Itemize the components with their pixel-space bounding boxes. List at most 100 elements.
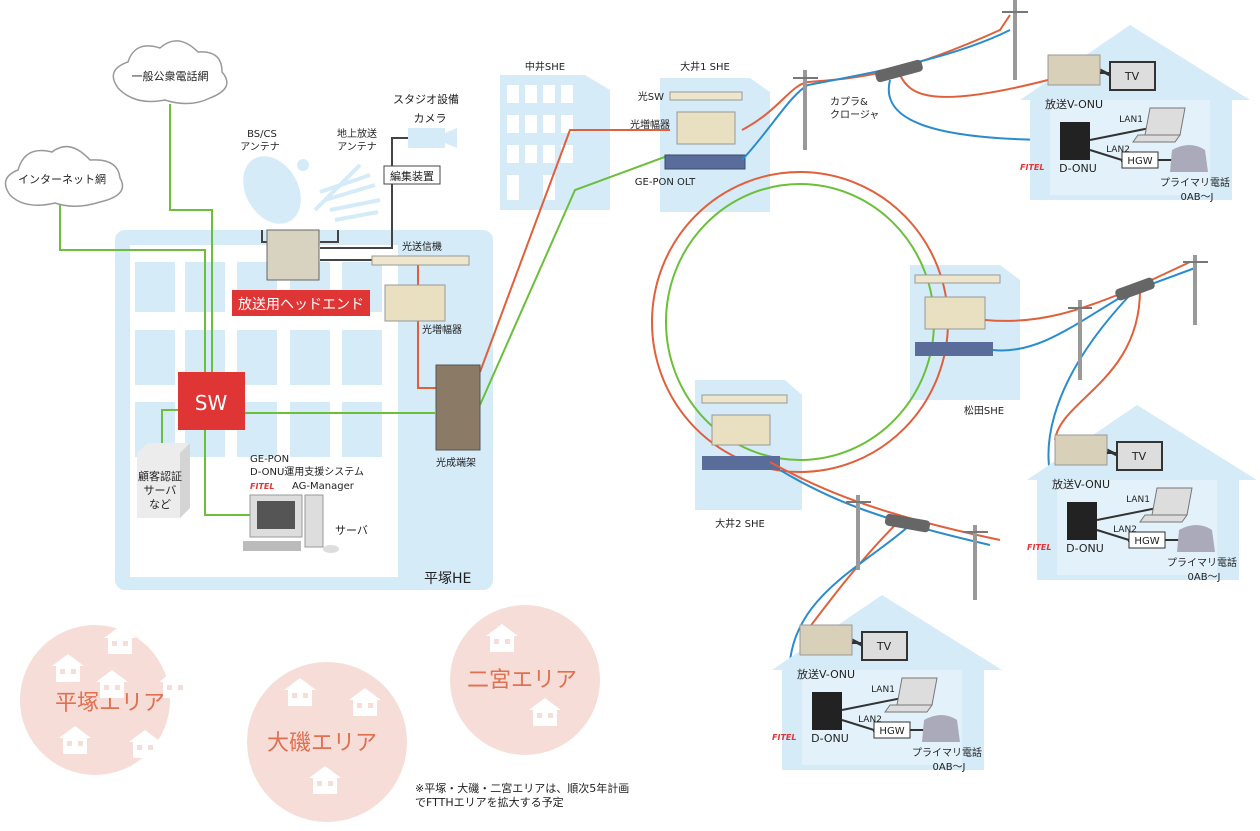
server-computer-icon [243,494,339,553]
sw-box [178,372,245,430]
lan2-label: LAN2 [858,715,882,725]
headend-signal-lines [261,137,408,261]
auth-server-label-3: など [149,498,171,511]
house-icon [486,624,518,652]
ops-system-label-2: D-ONU運用支援システム [250,465,364,478]
v-onu-icon [1054,434,1108,466]
optical-amp-label: 光増幅器 [422,323,462,336]
note-line-2: でFTTHエリアを拡大する予定 [415,795,564,809]
phone-icon [1177,525,1215,552]
oi1-she-label: 大井1 SHE [680,60,730,73]
closure-icon [875,59,923,83]
house-icon [52,654,84,682]
optical-tx-label: 光送信機 [402,240,442,253]
hgw-box [1121,151,1159,169]
tv-icon [1109,61,1156,91]
she-optical-amp-label: 光増幅器 [630,118,670,131]
house-icon [284,678,316,706]
optical-amp-icon [384,284,446,322]
tv-label: TV [1124,70,1140,83]
area-ninomiya-label: 二宮エリア [467,668,577,693]
phone-label: プライマリ電話 [1160,176,1230,189]
laptop-icon [1132,107,1186,143]
auth-server-icon [137,443,190,518]
hgw-label: HGW [1127,156,1152,167]
lan2-label: LAN2 [1113,525,1137,535]
phone-sub-label: 0AB～J [932,762,965,773]
internet-cloud: インターネット網 [4,145,124,207]
camera-label: カメラ [414,112,447,125]
server-label: サーバ [335,524,368,537]
headend-rack-icon [266,229,320,281]
lan2-label: LAN2 [1106,145,1130,155]
bscs-label-1: BS/CS [247,129,277,140]
oi2-olt-icon [702,456,780,470]
d-onu-icon [812,692,842,730]
oi2-she-label: 大井2 SHE [715,517,765,530]
utility-poles [793,0,1208,600]
tv-icon [861,631,908,661]
coupler-label-1: カプラ& [830,96,868,108]
house-icon [309,766,341,794]
d-onu-label: D-ONU [1066,542,1104,555]
olt-icon [664,154,746,170]
she-optical-amp-icon [676,111,736,145]
tv-icon [1116,441,1163,471]
phone-sub-label: 0AB～J [1180,192,1213,203]
area-oiso-label: 大磯エリア [267,731,377,756]
closure-icon [884,513,931,533]
phone-sub-label: 0AB～J [1187,572,1220,583]
terrestrial-label-1: 地上放送 [337,127,377,140]
optical-transmitter-icon [371,255,470,266]
optical-sw-label: 光SW [638,90,664,103]
oi2-sw-icon [701,394,788,404]
phone-icon [1170,145,1208,172]
home-3: TV放送V-ONULAN1LAN2D-ONUHGWプライマリ電話0AB～JFIT… [772,595,1002,773]
editor-box [383,165,441,185]
home-2: TV放送V-ONULAN1LAN2D-ONUHGWプライマリ電話0AB～JFIT… [1027,405,1257,583]
matsuda-amp-icon [924,296,986,330]
phone-icon [922,715,960,742]
house-icon [104,626,136,654]
v-onu-icon [1047,54,1101,86]
auth-server-label-1: 顧客認証 [138,469,182,483]
customer-homes: TV放送V-ONULAN1LAN2D-ONUHGWプライマリ電話0AB～JFIT… [772,25,1257,773]
auth-server-label-2: サーバ [144,484,177,497]
fiber-lines [417,129,670,389]
area-house-icons [52,624,561,794]
house-icon [96,670,128,698]
note-line-1: ※平塚・大磯・二宮エリアは、順次5年計画 [415,781,629,795]
matsuda-she-building [910,265,1020,400]
phone-label: プライマリ電話 [912,746,982,759]
phone-label: プライマリ電話 [1167,556,1237,569]
terrestrial-label-2: アンテナ [337,141,377,153]
lan1-label: LAN1 [1126,495,1150,505]
house-icon [59,726,91,754]
closure-icon [1115,277,1155,301]
v-onu-label: 放送V-ONU [797,667,855,681]
hgw-label: HGW [879,726,904,737]
fitel-logo: FITEL [1027,543,1051,552]
ag-manager-label: AG-Manager [292,481,355,492]
v-onu-label: 放送V-ONU [1045,97,1103,111]
termination-rack-icon [435,364,481,451]
d-onu-icon [1060,122,1090,160]
matsuda-she-label: 松田SHE [964,404,1004,417]
laptop-icon [1139,487,1193,523]
service-areas: 平塚エリア 大磯エリア 二宮エリア [20,605,600,822]
sw-label: SW [195,391,228,415]
house-icon [349,688,381,716]
v-onu-label: 放送V-ONU [1052,477,1110,491]
camera-icon [408,128,457,148]
nakai-she-building [500,75,610,210]
lan1-label: LAN1 [871,685,895,695]
matsuda-sw-icon [914,274,1001,284]
lan-lines [59,104,671,516]
studio-label: スタジオ設備 [393,92,459,106]
terrestrial-antenna-icon [313,163,381,222]
bs-cs-dish-icon [243,156,301,224]
house-icon [529,698,561,726]
area-ninomiya [450,605,600,755]
